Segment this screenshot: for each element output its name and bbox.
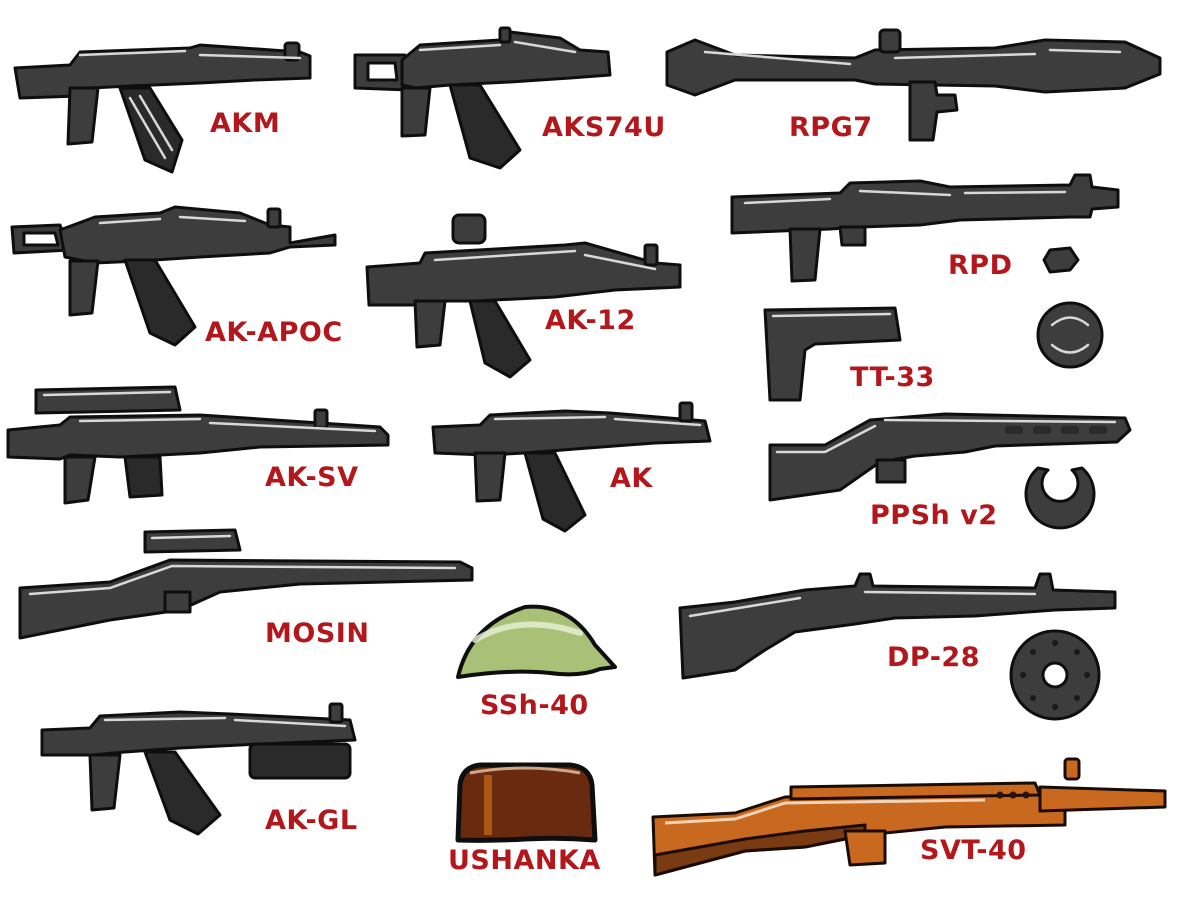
label-ssh-40: SSh-40 <box>480 690 589 721</box>
label-ppsh-v2: PPSh v2 <box>870 500 998 531</box>
item-ak-sv: AK-SV <box>0 375 400 515</box>
label-tt-33: TT-33 <box>850 362 935 393</box>
ak-gl-rifle-icon <box>40 702 357 836</box>
dp-28-pan <box>1005 625 1105 725</box>
mosin-rifle-icon <box>18 528 474 640</box>
label-aks74u: AKS74U <box>542 112 666 143</box>
item-svt-40: SVT-40 <box>645 755 1175 895</box>
label-ak-apoc: AK-APOC <box>205 317 343 348</box>
ushanka-hat-icon <box>455 762 598 843</box>
item-ppsh-v2: PPSh v2 <box>765 400 1135 540</box>
ak-rifle-icon <box>431 401 712 533</box>
item-mosin: MOSIN <box>0 520 480 670</box>
label-rpd: RPD <box>948 250 1013 281</box>
label-rpg7: RPG7 <box>789 112 873 143</box>
item-tt-33: TT-33 <box>755 300 955 410</box>
label-dp-28: DP-28 <box>887 642 981 673</box>
rpg7-launcher-icon <box>665 28 1162 142</box>
label-svt-40: SVT-40 <box>920 835 1027 866</box>
dp-28-machinegun-icon <box>678 572 1117 680</box>
ppsh-drum <box>1020 460 1100 540</box>
ppsh-smg-icon <box>768 412 1132 502</box>
item-ak-12: AK-12 <box>355 205 700 380</box>
aks74u-carbine-icon <box>353 26 612 170</box>
akm-rifle-icon <box>13 41 312 174</box>
label-akm: AKM <box>210 108 281 139</box>
item-dp-28: DP-28 <box>675 560 1125 690</box>
item-aks74u: AKS74U <box>340 0 670 190</box>
drum-magazine-icon <box>1024 466 1096 530</box>
ak-apoc-rifle-icon <box>10 205 337 347</box>
rpd-machinegun-icon <box>730 173 1120 283</box>
pan-magazine-icon <box>1009 629 1101 721</box>
item-ak-apoc: AK-APOC <box>0 195 370 355</box>
item-rpg7: RPG7 <box>655 0 1200 190</box>
label-ushanka: USHANKA <box>448 845 601 876</box>
item-ak-gl: AK-GL <box>30 700 400 860</box>
tt-33-pistol-icon <box>763 306 902 402</box>
label-ak-12: AK-12 <box>545 305 636 336</box>
drum-magazine-icon <box>1036 246 1104 369</box>
svt-40-rifle-icon <box>651 757 1167 877</box>
label-ak-gl: AK-GL <box>265 805 358 836</box>
helmet-icon <box>456 604 617 679</box>
item-rpd: RPD <box>720 165 1120 285</box>
rpd-drum <box>1030 240 1110 380</box>
label-ak: AK <box>610 463 653 494</box>
label-ak-sv: AK-SV <box>265 462 359 493</box>
item-akm: AKM <box>0 0 330 190</box>
ak-sv-rifle-icon <box>6 385 390 505</box>
item-ak: AK <box>425 395 725 545</box>
item-ssh-40: SSh-40 <box>440 585 640 725</box>
item-ushanka: USHANKA <box>440 755 640 895</box>
label-mosin: MOSIN <box>265 618 370 649</box>
ak-12-rifle-icon <box>365 213 682 379</box>
